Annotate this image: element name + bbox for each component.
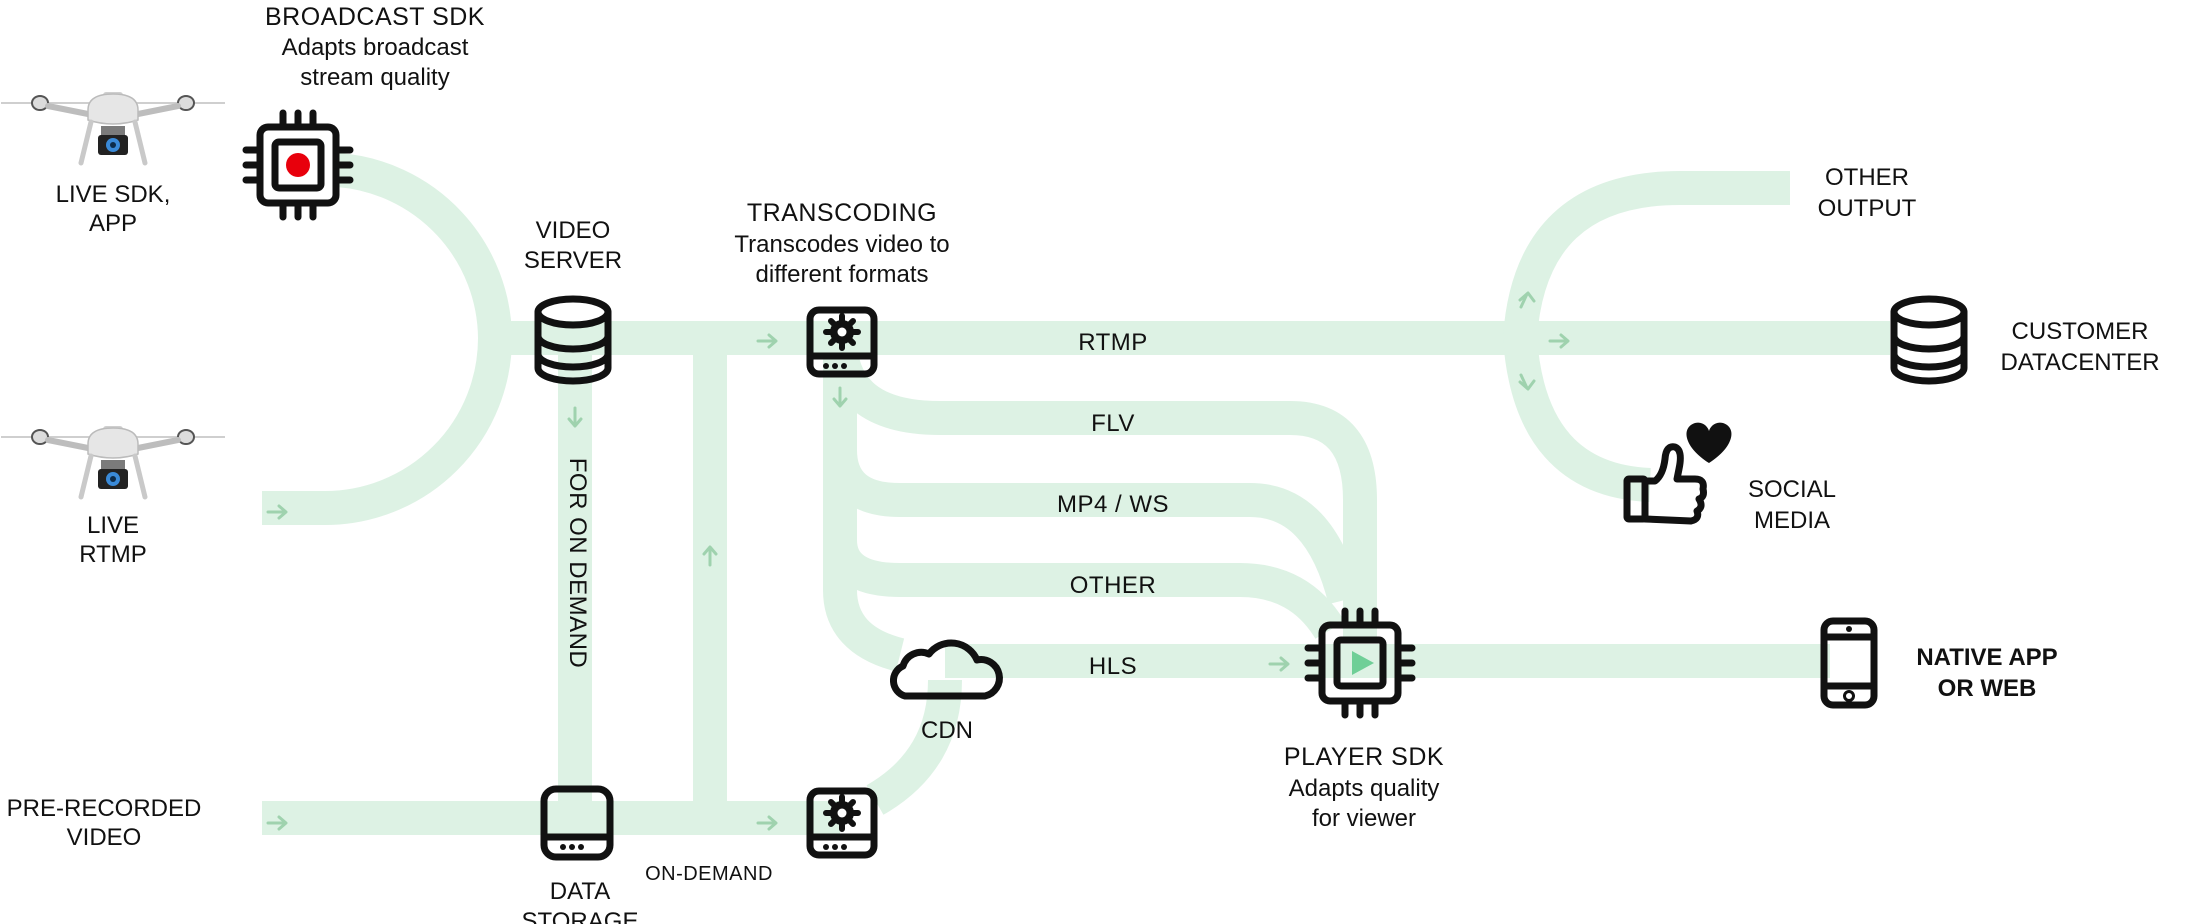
player-sdk-title: PLAYER SDK bbox=[1284, 743, 1444, 771]
live-rtmp-label-line1: LIVE bbox=[87, 512, 139, 539]
node-labels: BROADCAST SDK Adapts broadcast stream qu… bbox=[7, 3, 2160, 924]
edge-label-other: OTHER bbox=[1070, 572, 1157, 599]
edge-label-mp4-ws: MP4 / WS bbox=[1057, 491, 1169, 518]
arrow-up-to-server bbox=[702, 545, 718, 567]
arrow-to-other-output bbox=[1518, 291, 1536, 309]
broadcast-sdk-title: BROADCAST SDK bbox=[265, 3, 485, 31]
arrow-to-player bbox=[1268, 656, 1290, 672]
broadcast-sdk-desc-line2: stream quality bbox=[300, 64, 449, 91]
storage-drive-icon bbox=[540, 785, 614, 861]
data-storage-label-line1: DATA bbox=[550, 878, 610, 905]
social-media-label-line2: MEDIA bbox=[1754, 507, 1830, 534]
arrow-prerecorded-in bbox=[266, 815, 288, 831]
video-server-label-line1: VIDEO bbox=[536, 217, 611, 244]
transcoding-desc-line1: Transcodes video to bbox=[734, 231, 949, 258]
live-rtmp-label-line2: RTMP bbox=[79, 541, 147, 568]
cdn-label: CDN bbox=[921, 717, 973, 744]
live-sdk-label-line2: APP bbox=[89, 210, 137, 237]
database-icon bbox=[1890, 295, 1968, 385]
smartphone-icon bbox=[1820, 617, 1878, 709]
flow-hls-branch bbox=[823, 338, 905, 672]
player-sdk-desc-line2: for viewer bbox=[1312, 805, 1416, 832]
arrow-to-social bbox=[1518, 373, 1536, 391]
thumbs-up-heart-icon bbox=[1623, 422, 1732, 525]
flow-other-output bbox=[1503, 171, 1790, 340]
transcoding-desc-line2: different formats bbox=[756, 261, 929, 288]
player-sdk-desc-line1: Adapts quality bbox=[1289, 775, 1440, 802]
flow-social bbox=[1503, 336, 1652, 502]
flow-paths bbox=[262, 153, 1890, 835]
other-output-label-line2: OUTPUT bbox=[1818, 195, 1917, 222]
edge-label-flv: FLV bbox=[1091, 410, 1135, 437]
pre-recorded-label-line2: VIDEO bbox=[67, 824, 142, 851]
drone-icon bbox=[1, 426, 225, 500]
edge-label-rtmp: RTMP bbox=[1078, 329, 1148, 356]
arrow-to-ondemand-transcoder bbox=[756, 815, 778, 831]
edge-label-on-demand: ON-DEMAND bbox=[645, 863, 773, 885]
server-gear-icon bbox=[806, 306, 878, 378]
chip-record-icon bbox=[242, 109, 354, 221]
customer-datacenter-label-line1: CUSTOMER bbox=[2012, 318, 2149, 345]
chip-play-icon bbox=[1304, 607, 1416, 719]
pre-recorded-label-line1: PRE-RECORDED bbox=[7, 795, 202, 822]
native-app-label-line1: NATIVE APP bbox=[1916, 644, 2057, 671]
arrow-to-transcoding bbox=[756, 333, 778, 349]
edge-label-for-on-demand: FOR ON DEMAND bbox=[564, 458, 591, 669]
data-storage-label-line2: STORAGE bbox=[522, 908, 639, 924]
flow-broadcast-to-server bbox=[336, 153, 512, 339]
broadcast-sdk-desc-line1: Adapts broadcast bbox=[282, 34, 469, 61]
server-gear-icon bbox=[806, 787, 878, 859]
arrow-down-from-transcoding bbox=[832, 386, 848, 408]
flow-rtmp-to-server bbox=[262, 337, 512, 525]
transcoding-title: TRANSCODING bbox=[747, 199, 937, 227]
other-output-label-line1: OTHER bbox=[1825, 164, 1909, 191]
edge-label-hls: HLS bbox=[1089, 653, 1137, 680]
arrow-to-datacenter bbox=[1548, 333, 1570, 349]
edge-labels: RTMP FLV MP4 / WS OTHER HLS FOR ON DEMAN… bbox=[564, 329, 1169, 885]
live-sdk-label-line1: LIVE SDK, bbox=[56, 181, 171, 208]
drone-icon bbox=[1, 92, 225, 166]
native-app-label-line2: OR WEB bbox=[1938, 675, 2037, 702]
flow-mp4-ws bbox=[823, 338, 1362, 605]
customer-datacenter-label-line2: DATACENTER bbox=[2000, 349, 2159, 376]
cloud-icon bbox=[890, 639, 1003, 700]
arrow-down-to-storage bbox=[567, 406, 583, 428]
arrow-rtmp-in bbox=[266, 504, 288, 520]
social-media-label-line1: SOCIAL bbox=[1748, 476, 1836, 503]
flow-arrows bbox=[266, 291, 1570, 831]
video-server-label-line2: SERVER bbox=[524, 247, 622, 274]
database-icon bbox=[534, 295, 612, 385]
